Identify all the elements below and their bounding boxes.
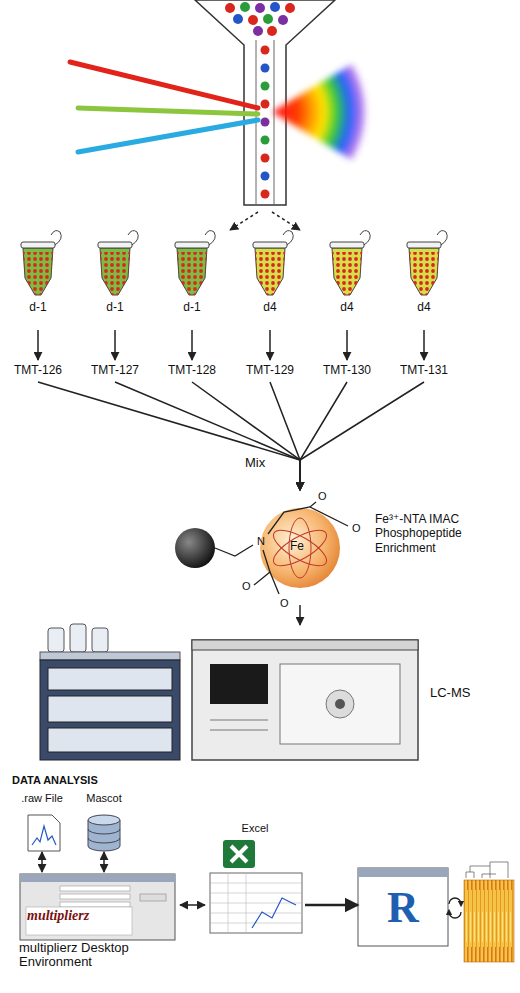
multiplierz-window: multiplierz multiplierz Desktop Environme… [15,872,180,990]
flow-arrow [180,904,205,906]
flow-arrow [269,330,271,360]
atom-label: Fe [290,540,304,553]
multiplierz-window-frame [20,874,175,940]
cycle-arrow [449,898,461,904]
node-text: d4 [245,300,295,314]
atom-label: O [352,522,361,534]
raw-file-icon: .raw File [8,792,76,852]
raw-file-icon [28,815,60,851]
flow-arrow [103,852,105,872]
node-text: d-1 [90,300,140,314]
flow-arrow [114,330,116,360]
node-text: d-1 [13,300,63,314]
tmt-label: TMT-126 [4,360,72,382]
flow-arrow [37,330,39,360]
tmt-label: TMT-129 [236,360,304,382]
node-text: TMT-127 [81,363,149,377]
flow-arrow [38,382,300,490]
node-caption: multiplierz Desktop Environment [19,941,131,969]
emission-spectrum [272,52,382,172]
flow-arrow [300,382,347,490]
tmt-label: TMT-128 [158,360,226,382]
r-window: R [358,868,448,946]
node-text: d-1 [167,300,217,314]
tmt-label: TMT-130 [313,360,381,382]
mascot-database: Mascot [76,792,132,852]
sample-tube: d4 [322,235,372,330]
node-text: TMT-126 [4,363,72,377]
flow-arrow [299,605,301,625]
sample-tube: d4 [245,235,295,330]
flow-arrow [270,382,300,490]
atom-label: O [280,597,289,609]
atom-label: O [318,490,327,502]
imac-bead [175,502,348,594]
excel-icon [210,840,302,933]
laser [70,62,258,108]
node-text: TMT-130 [313,363,381,377]
sample-tube: d-1 [167,235,217,330]
node-text: Excel [205,822,305,835]
atom-label: O [242,580,251,592]
sort-arrow [272,212,300,230]
sample-tube: d-1 [90,235,140,330]
heatmap [464,862,514,962]
tmt-label: TMT-131 [390,360,458,382]
node-text: d4 [399,300,449,314]
flow-arrow [41,852,43,872]
flow-arrow [305,904,358,907]
database-icon [88,815,120,851]
section-heading: DATA ANALYSIS [12,774,98,786]
excel-spreadsheet: Excel [205,822,305,940]
lc-ms-instrument: LC-MS [30,625,510,765]
sample-tube: d4 [399,235,449,330]
atom-label: N [257,535,265,547]
flow-arrow [115,382,300,490]
node-text: .raw File [8,792,76,805]
node-text: multiplierz [27,908,180,925]
laser [78,108,258,114]
r-window-frame [358,868,448,946]
flow-arrow [192,382,300,490]
flow-arrow [191,330,193,360]
sample-tube: d-1 [13,235,63,330]
node-text: R [358,886,448,930]
flow-arrow [300,382,424,490]
node-text: Mascot [76,792,132,805]
node-text: TMT-131 [390,363,458,377]
flow-arrow [423,330,425,360]
sample-tubes [21,231,447,295]
cycle-arrow [449,912,461,918]
node-text: d4 [322,300,372,314]
node-text: Fe³⁺-NTA IMAC Phosphopeptide Enrichment [375,512,510,555]
step-label: Mix [245,456,265,470]
laser [78,120,258,152]
imac-enrichment: Fe³⁺-NTA IMAC Phosphopeptide Enrichment [165,490,515,605]
flow-arrow [346,330,348,360]
node-text: TMT-129 [236,363,304,377]
node-text: LC-MS [430,685,500,701]
tmt-label: TMT-127 [81,360,149,382]
node-text: TMT-128 [158,363,226,377]
sort-arrow [230,212,258,230]
lc-ms-illustration [40,624,418,760]
